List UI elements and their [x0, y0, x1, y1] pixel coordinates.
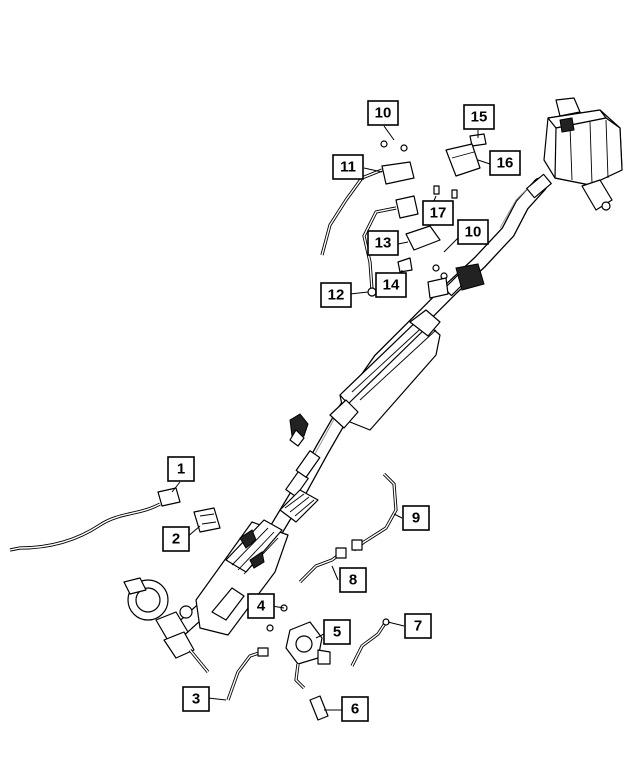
part-13-bracket — [405, 225, 441, 251]
callout-10-top: 10 — [367, 100, 399, 126]
callout-10-mid: 10 — [457, 219, 489, 245]
callout-17: 17 — [422, 200, 454, 226]
flex-joint — [279, 489, 319, 523]
callout-1: 1 — [167, 456, 195, 482]
part-12-sensor — [362, 195, 419, 297]
callout-15: 15 — [463, 104, 495, 130]
callout-2: 2 — [162, 526, 190, 552]
svg-text:2: 2 — [172, 531, 180, 548]
callout-9: 9 — [402, 505, 430, 531]
callout-5: 5 — [323, 619, 351, 645]
svg-text:5: 5 — [333, 624, 341, 641]
hanger-center — [289, 413, 309, 447]
callout-7: 7 — [404, 613, 432, 639]
part-2-bracket — [193, 507, 221, 533]
muffler — [543, 97, 623, 211]
svg-text:1: 1 — [177, 461, 185, 478]
part-11-module — [320, 161, 415, 256]
callout-11: 11 — [332, 154, 364, 180]
part-10-nuts — [380, 140, 448, 280]
part-6-sensor — [309, 695, 329, 721]
turbo-downpipe — [123, 577, 210, 674]
callout-14: 14 — [375, 272, 407, 298]
svg-text:16: 16 — [497, 155, 514, 172]
svg-text:11: 11 — [340, 159, 356, 176]
callout-12: 12 — [320, 282, 352, 308]
svg-text:8: 8 — [349, 572, 357, 589]
callout-16: 16 — [489, 150, 521, 176]
part-1-sensor-harness — [9, 487, 181, 552]
part-15-clip — [469, 133, 487, 147]
svg-text:9: 9 — [412, 510, 420, 527]
part-7-tube — [350, 618, 390, 667]
part-17-bolts — [433, 185, 458, 199]
svg-text:14: 14 — [383, 277, 400, 294]
svg-text:4: 4 — [257, 598, 266, 615]
svg-text:12: 12 — [328, 287, 345, 304]
callout-13: 13 — [367, 230, 399, 256]
part-8-sensor — [298, 547, 347, 584]
callout-6: 6 — [341, 696, 369, 722]
svg-text:6: 6 — [351, 701, 359, 718]
part-16-bracket — [445, 143, 481, 177]
svg-text:3: 3 — [192, 691, 200, 708]
svg-text:15: 15 — [471, 109, 488, 126]
svg-text:10: 10 — [375, 105, 392, 122]
callout-8: 8 — [339, 567, 367, 593]
callout-4: 4 — [247, 593, 275, 619]
part-5-valve — [285, 621, 331, 690]
callout-3: 3 — [182, 686, 210, 712]
svg-text:17: 17 — [430, 205, 447, 222]
part-9-sensor-wire — [351, 472, 398, 552]
part-3-probe — [226, 647, 269, 701]
svg-text:10: 10 — [465, 224, 482, 241]
dpf-assembly — [195, 519, 289, 636]
svg-text:7: 7 — [414, 618, 422, 635]
svg-text:13: 13 — [375, 235, 392, 252]
catalytic-converter — [329, 309, 441, 431]
part-14-clip — [397, 257, 413, 273]
hanger-upper — [427, 263, 485, 299]
